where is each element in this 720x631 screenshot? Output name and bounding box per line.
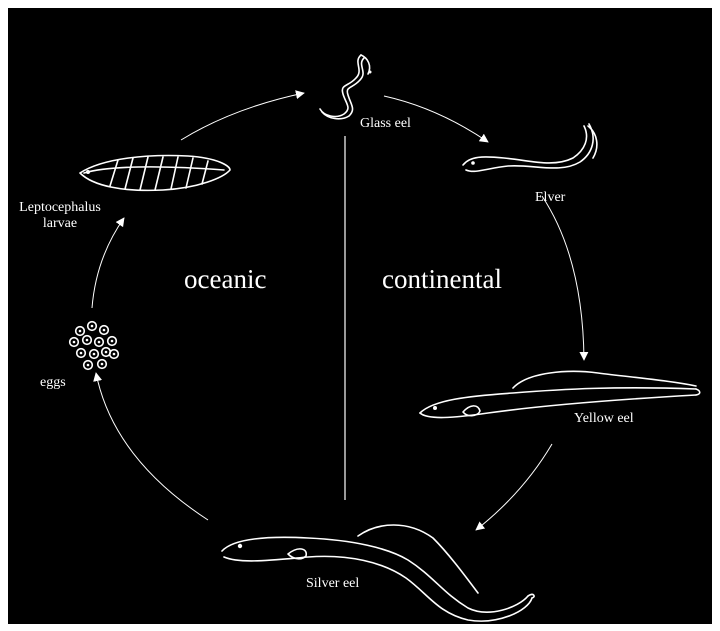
stage-label-eggs: eggs — [40, 375, 66, 391]
stage-label-leptocephalus: Leptocephalus larvae — [10, 200, 110, 232]
leptocephalus-illustration — [80, 156, 230, 191]
elver-illustration — [463, 124, 597, 171]
region-label-oceanic: oceanic — [184, 264, 266, 295]
region-label-continental: continental — [382, 264, 502, 295]
diagram-panel: oceanic continental Glass eel Elver Yell… — [8, 8, 712, 624]
eggs-illustration — [70, 322, 119, 370]
glass-eel-illustration — [320, 55, 372, 119]
stage-label-silver-eel: Silver eel — [306, 576, 359, 592]
silver-eel-illustration — [222, 525, 534, 621]
stage-label-yellow-eel: Yellow eel — [574, 411, 634, 427]
stage-label-elver: Elver — [535, 190, 565, 206]
stage-label-leptocephalus-line2: larvae — [10, 216, 110, 232]
arrow-larvae-to-glass-eel — [181, 93, 304, 140]
arrow-silver-eel-to-eggs — [96, 373, 208, 520]
arrow-yellow-eel-to-silver-eel — [476, 444, 552, 530]
stage-label-leptocephalus-line1: Leptocephalus — [10, 200, 110, 216]
stage-label-glass-eel: Glass eel — [360, 116, 411, 132]
arrow-elver-to-yellow-eel — [542, 196, 584, 360]
yellow-eel-illustration — [420, 371, 700, 417]
life-cycle-drawing — [8, 8, 712, 624]
